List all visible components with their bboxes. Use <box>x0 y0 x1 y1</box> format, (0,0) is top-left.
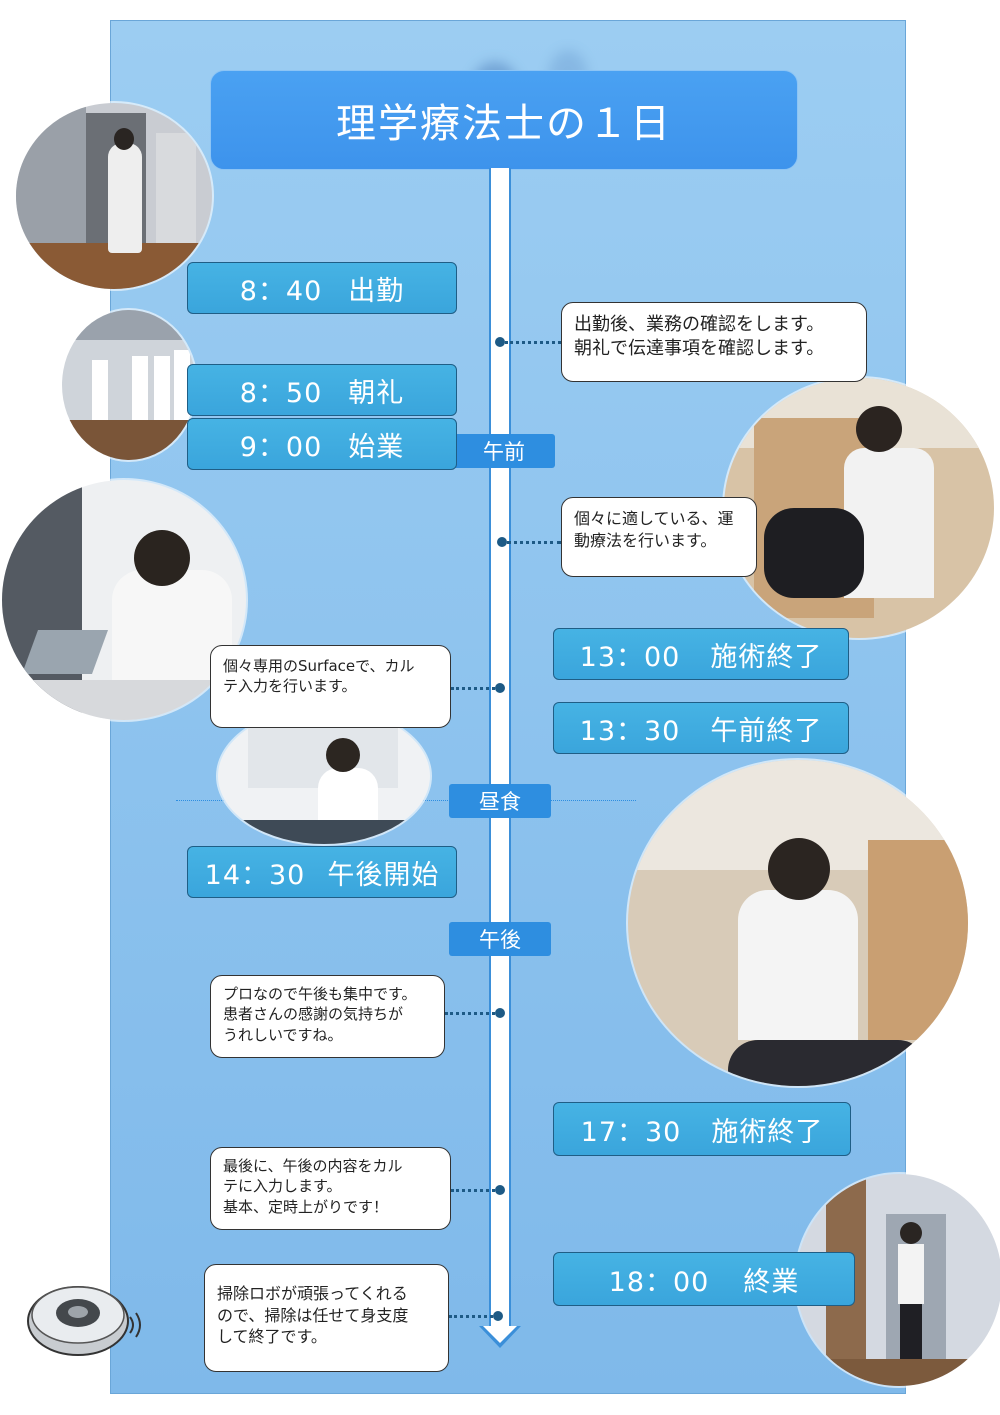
photo-afternoon-treatment <box>628 760 968 1086</box>
time-label: 午後開始 <box>327 859 440 891</box>
timeline-dot <box>495 1185 505 1195</box>
time-value: 17：30 <box>580 1116 682 1148</box>
period-tag-morning: 午前 <box>453 434 555 468</box>
time-label: 施術終了 <box>710 641 823 673</box>
time-value: 8：50 <box>239 377 323 409</box>
bubble-exercise-therapy: 個々に適している、運 動療法を行います。 <box>561 497 757 577</box>
time-entry-start-work: 9：00 始業 <box>187 418 457 470</box>
bubble-final-records: 最後に、午後の内容をカル テに入力します。 基本、定時上がりです！ <box>210 1147 451 1230</box>
time-label: 出勤 <box>348 275 405 307</box>
bubble-arrival: 出勤後、業務の確認をします。 朝礼で伝達事項を確認します。 <box>561 302 867 382</box>
time-entry-morning-end: 13：30 午前終了 <box>553 702 849 754</box>
photo-surface-records <box>2 480 246 720</box>
time-value: 18：00 <box>608 1266 710 1298</box>
bubble-line: ので、掃除は任せて身支度 <box>217 1305 409 1325</box>
timeline-dot <box>495 683 505 693</box>
bubble-line: うれしいですね。 <box>223 1025 343 1044</box>
timeline-dot <box>495 337 505 347</box>
timeline-dot <box>497 537 507 547</box>
connector-line <box>505 341 561 344</box>
time-value: 9：00 <box>239 431 323 463</box>
time-label: 朝礼 <box>348 377 405 409</box>
bubble-cleaning: 掃除ロボが頑張ってくれる ので、掃除は任せて身支度 して終了です。 <box>204 1264 449 1372</box>
bubble-line: 個々に適している、運 <box>574 509 734 528</box>
time-entry-end-work: 18：00 終業 <box>553 1252 855 1306</box>
bubble-line: して終了です。 <box>217 1327 327 1347</box>
bubble-line: 基本、定時上がりです！ <box>223 1197 389 1216</box>
connector-line <box>451 1189 495 1192</box>
bubble-records: 個々専用のSurfaceで、カル テ入力を行います。 <box>210 645 451 728</box>
bubble-line: テ入力を行います。 <box>223 677 357 696</box>
bubble-line: 朝礼で伝達事項を確認します。 <box>574 338 825 360</box>
photo-lunch <box>218 708 430 844</box>
bubble-line: 個々専用のSurfaceで、カル <box>223 657 415 675</box>
time-entry-treatment-end-pm: 17：30 施術終了 <box>553 1102 851 1156</box>
bubble-line: 患者さんの感謝の気持ちが <box>223 1005 404 1024</box>
time-entry-morning-meeting: 8：50 朝礼 <box>187 364 457 416</box>
photo-arrival <box>16 103 212 289</box>
bubble-line: 出勤後、業務の確認をします。 <box>574 314 825 335</box>
connector-line <box>451 687 495 690</box>
time-label: 終業 <box>743 1266 800 1298</box>
bubble-afternoon: プロなので午後も集中です。 患者さんの感謝の気持ちが うれしいですね。 <box>210 975 445 1058</box>
bubble-line: プロなので午後も集中です。 <box>223 985 417 1003</box>
time-value: 8：40 <box>239 275 323 307</box>
time-label: 午前終了 <box>710 715 823 747</box>
photo-morning-meeting <box>62 310 196 460</box>
timeline-arrow-inner <box>483 1326 517 1343</box>
timeline-dot <box>495 1008 505 1018</box>
page-title: 理学療法士の１日 <box>210 70 798 170</box>
bubble-line: テに入力します。 <box>223 1177 342 1196</box>
time-label: 施術終了 <box>711 1116 824 1148</box>
robot-vacuum-icon <box>27 1286 141 1356</box>
time-label: 始業 <box>348 431 405 463</box>
time-value: 14：30 <box>204 859 306 891</box>
bubble-line: 掃除ロボが頑張ってくれる <box>217 1284 408 1303</box>
time-entry-treatment-end-am: 13：00 施術終了 <box>553 628 849 680</box>
photo-exercise-therapy <box>724 378 994 638</box>
period-tag-afternoon: 午後 <box>449 922 551 956</box>
time-value: 13：30 <box>579 715 681 747</box>
timeline-dot <box>493 1311 503 1321</box>
time-entry-arrival: 8：40 出勤 <box>187 262 457 314</box>
time-entry-afternoon-start: 14：30 午後開始 <box>187 846 457 898</box>
time-value: 13：00 <box>579 641 681 673</box>
period-tag-lunch: 昼食 <box>449 784 551 818</box>
connector-line <box>445 1012 495 1015</box>
connector-line <box>507 541 561 544</box>
bubble-line: 動療法を行います。 <box>574 530 717 550</box>
bubble-line: 最後に、午後の内容をカル <box>223 1157 403 1175</box>
connector-line <box>449 1315 493 1318</box>
